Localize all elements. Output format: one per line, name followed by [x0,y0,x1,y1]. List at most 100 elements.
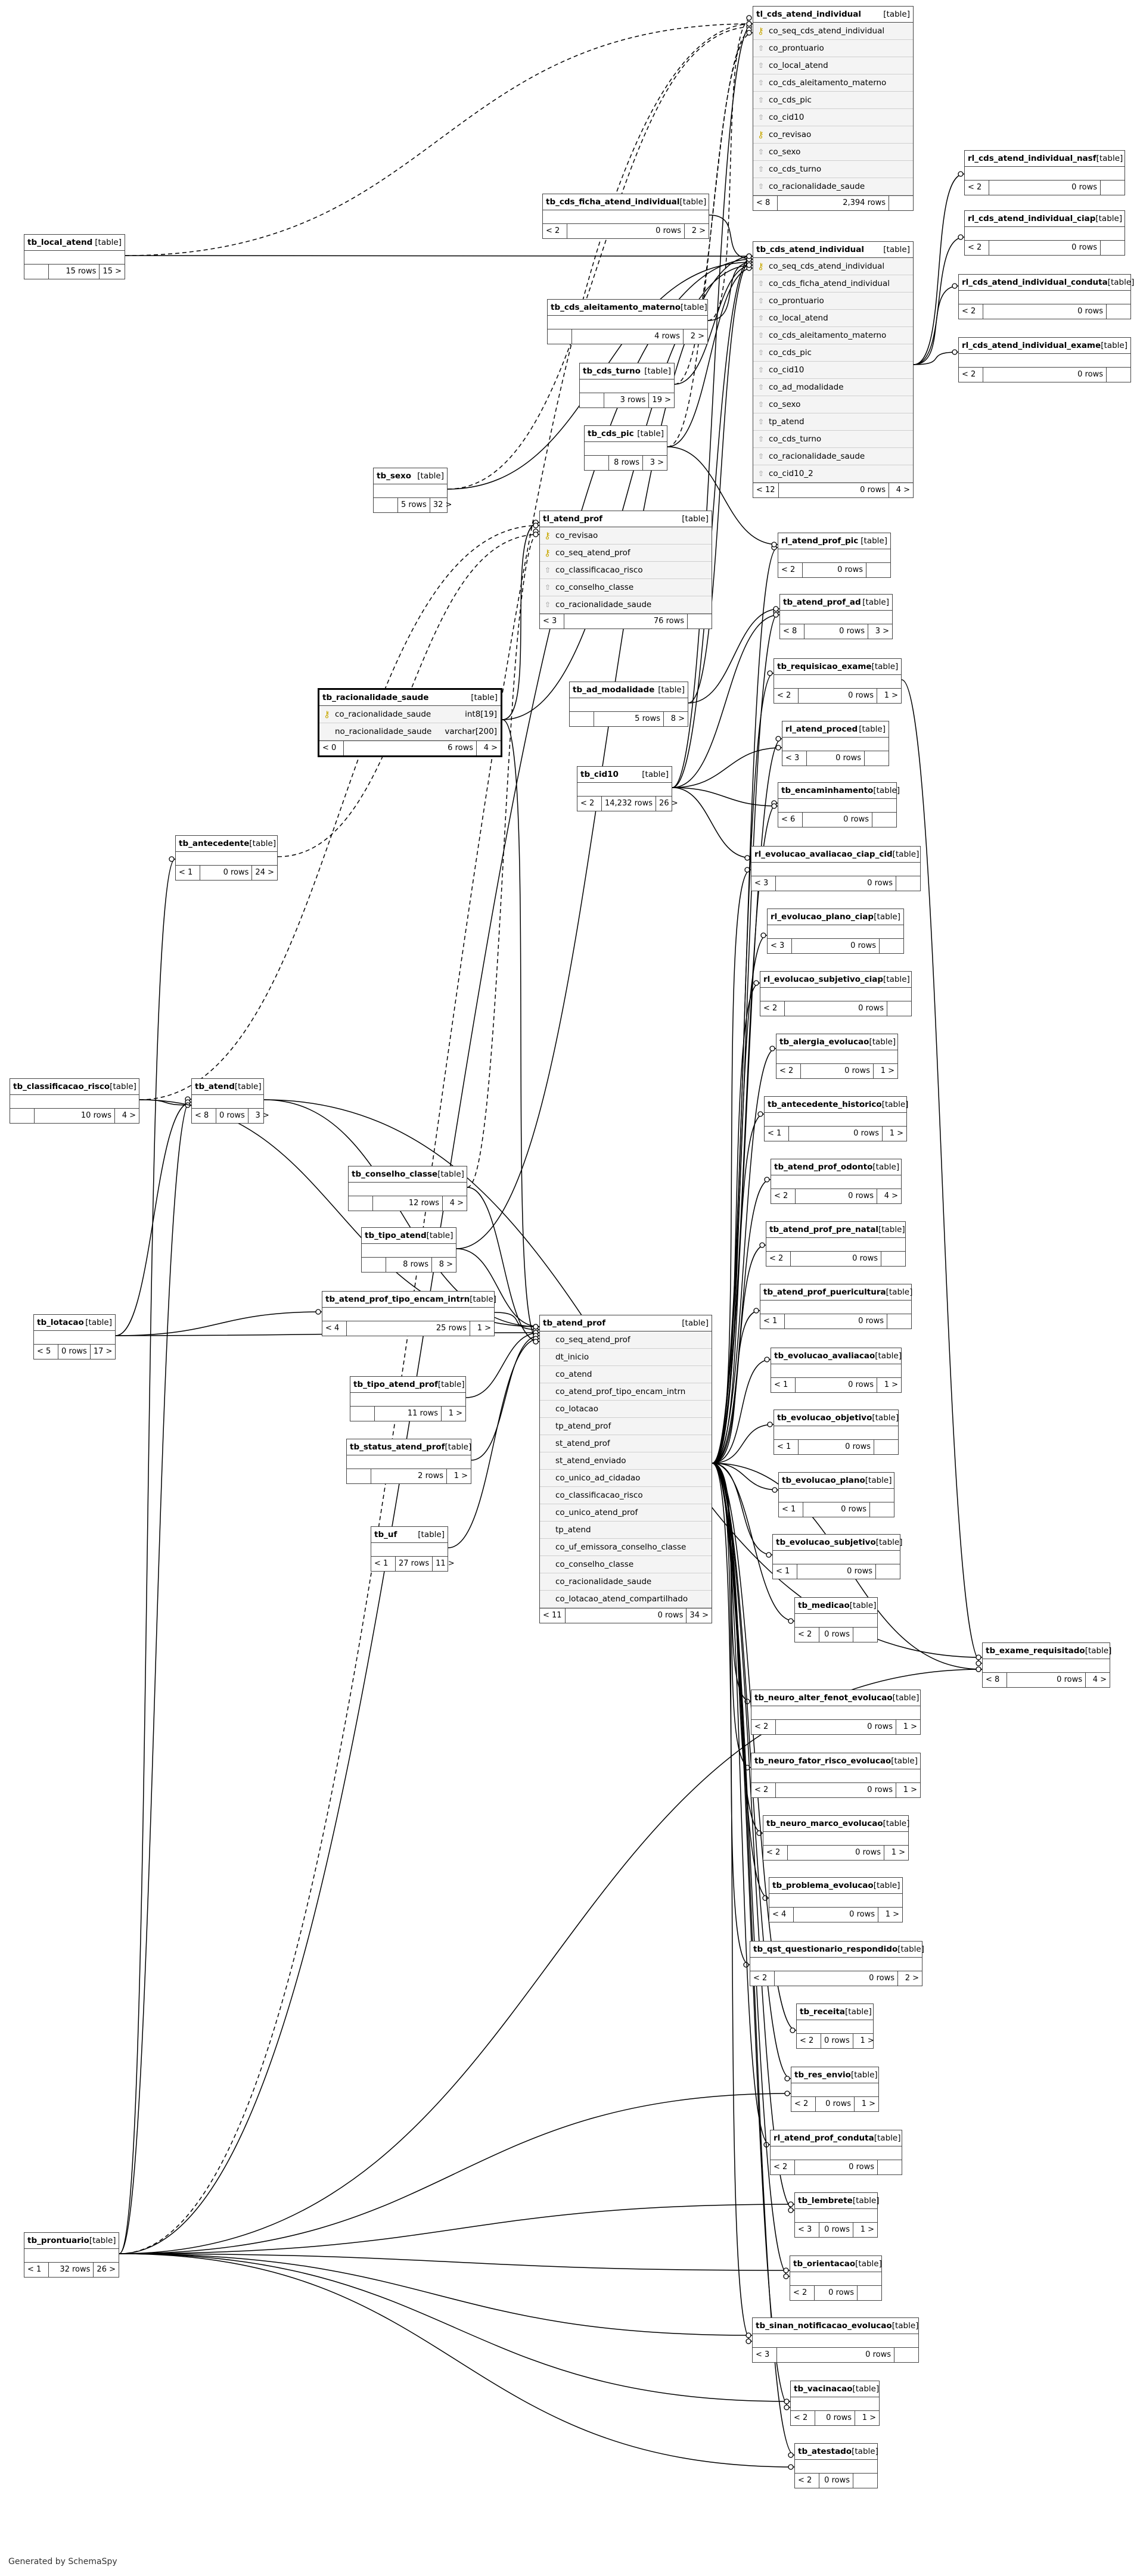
table-name[interactable]: tb_cds_pic [588,429,634,438]
children-link[interactable]: 1 > [448,1409,462,1418]
table-name[interactable]: rl_cds_atend_individual_conduta [962,278,1108,287]
table-name[interactable]: rl_atend_prof_conduta [774,2133,874,2143]
parents-link[interactable] [24,265,48,279]
table-name[interactable]: tb_atend_prof_puericultura [763,1287,886,1297]
column-row[interactable]: co_cds_aleitamento_materno [753,327,913,344]
children-link[interactable]: 3 > [255,1111,269,1120]
parents-link[interactable]: < 8 [986,1675,1000,1684]
column-row[interactable]: tp_atend [540,1522,712,1539]
table-name[interactable]: tb_uf [374,1530,397,1539]
table-name[interactable]: tb_antecedente_historico [768,1100,882,1109]
children-link[interactable]: 4 > [122,1111,136,1120]
children-link[interactable] [874,1440,898,1454]
table-name[interactable]: rl_atend_prof_pic [781,536,859,546]
children-link[interactable]: 1 > [477,1324,491,1333]
table-name[interactable]: tl_atend_prof [543,514,603,524]
table-name[interactable]: tb_vacinacao [794,2384,853,2394]
parents-link[interactable]: < 2 [774,1191,788,1200]
parents-link[interactable]: < 5 [37,1347,51,1356]
parents-link[interactable]: < 3 [754,879,769,888]
column-row[interactable]: co_cid10 [753,109,913,126]
table-header[interactable]: tb_encaminhamento[table] [778,783,900,799]
parents-link[interactable] [548,329,571,344]
children-link[interactable]: 4 > [884,1191,898,1200]
column-row[interactable]: co_racionalidade_saude [540,1573,712,1591]
parents-link[interactable]: < 8 [783,627,797,636]
column-row[interactable]: co_lotacao_atend_compartilhado [540,1591,712,1608]
parents-link[interactable]: < 2 [754,1722,769,1731]
table-header[interactable]: tb_status_atend_prof[table] [347,1439,471,1455]
table-header[interactable]: tb_atend_prof_ad[table] [780,595,892,611]
children-link[interactable] [870,1502,894,1517]
table-header[interactable]: rl_evolucao_plano_ciap[table] [768,909,903,925]
table-name[interactable]: tb_evolucao_plano [782,1476,865,1485]
parents-link[interactable]: < 2 [798,2476,812,2485]
table-header[interactable]: tb_atend_prof_pre_natal[table] [766,1222,905,1238]
children-link[interactable]: 1 > [884,691,898,700]
column-row[interactable]: co_cds_aleitamento_materno [753,74,913,92]
children-link[interactable] [878,2160,902,2174]
table-header[interactable]: tb_sexo[table] [374,468,447,484]
table-header[interactable]: rl_cds_atend_individual_ciap[table] [965,211,1125,227]
column-row[interactable]: co_seq_cds_atend_individual [753,258,913,275]
children-link[interactable]: 34 > [689,1611,709,1620]
parents-link[interactable]: < 3 [543,617,557,626]
parents-link[interactable]: < 1 [179,868,193,877]
parents-link[interactable]: < 12 [756,486,775,494]
children-link[interactable]: 4 > [449,1199,464,1208]
parents-link[interactable]: < 2 [754,1785,769,1794]
parents-link[interactable]: < 2 [580,799,595,808]
table-header[interactable]: tb_classificacao_risco[table] [10,1079,139,1095]
table-name[interactable]: tb_tipo_atend [365,1231,427,1240]
table-name[interactable]: rl_evolucao_plano_ciap [771,912,874,922]
parents-link[interactable]: < 1 [768,1129,782,1138]
table-name[interactable]: tb_orientacao [793,2259,856,2269]
parents-link[interactable]: < 8 [756,198,771,207]
children-link[interactable]: 4 > [896,486,910,494]
parents-link[interactable]: < 2 [769,1254,784,1263]
children-link[interactable] [853,1628,877,1642]
table-tb-atend-prof-tipo-encam-intrn[interactable]: tb_atend_prof_tipo_encam_intrn[table]< 4… [322,1291,496,1336]
table-header[interactable]: tb_alergia_evolucao[table] [776,1034,897,1050]
table-header[interactable]: rl_cds_atend_individual_exame[table] [959,338,1130,354]
column-row[interactable]: co_ad_modalidade [753,379,913,396]
table-name[interactable]: tb_antecedente [179,839,250,848]
table-header[interactable]: rl_atend_prof_conduta[table] [771,2130,902,2146]
table-name[interactable]: tb_cid10 [580,770,619,779]
table-header[interactable]: tb_atestado[table] [795,2444,878,2460]
table-name[interactable]: tb_evolucao_avaliacao [774,1351,875,1361]
children-link[interactable]: 2 > [690,332,704,341]
column-row[interactable]: co_classificacao_risco [540,1487,712,1504]
children-link[interactable]: 1 > [453,1471,468,1480]
table-name[interactable]: tb_neuro_marco_evolucao [766,1819,883,1828]
table-tb-qst-questionario-respondido[interactable]: tb_qst_questionario_respondido[table]< 2… [750,1941,924,1986]
column-row[interactable]: co_cid10 [753,362,913,379]
table-header[interactable]: rl_evolucao_avaliacao_ciap_cid[table] [751,847,920,863]
column-row[interactable]: st_atend_prof [540,1435,712,1452]
table-header[interactable]: tb_medicao[table] [795,1598,877,1614]
children-link[interactable]: 8 > [439,1260,453,1269]
column-row[interactable]: co_local_atend [753,310,913,327]
table-header[interactable]: tb_lotacao[table] [34,1315,115,1331]
column-row[interactable]: co_classificacao_risco [540,562,712,579]
table-name[interactable]: tb_neuro_alter_fenot_evolucao [754,1693,893,1703]
children-link[interactable]: 2 > [691,226,706,235]
table-header[interactable]: tb_problema_evolucao[table] [769,1878,902,1894]
